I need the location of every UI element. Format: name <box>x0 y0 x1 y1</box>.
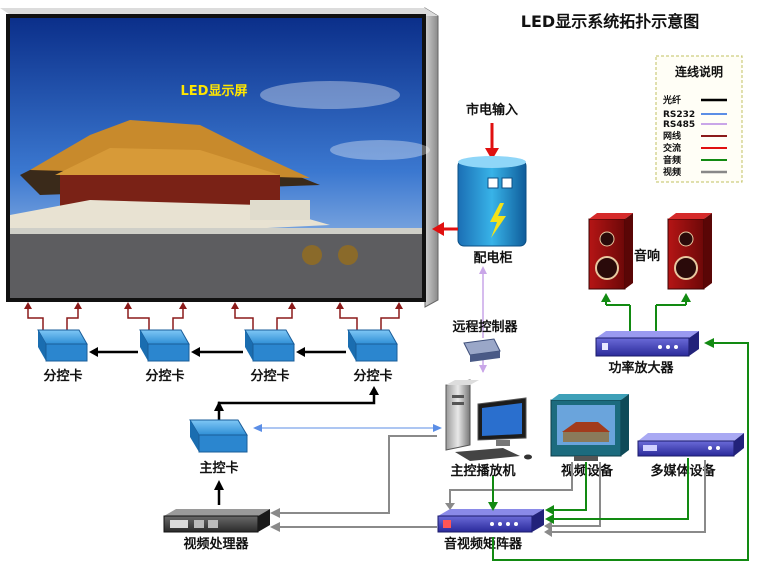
remote-controller-label: 远程控制器 <box>452 319 518 335</box>
fiber-arrow-up-sub <box>369 386 379 395</box>
power-cabinet <box>457 156 527 247</box>
legend-item-network: 网线 <box>663 130 727 142</box>
audio-arrow-speaker-left <box>601 293 611 302</box>
sub-card-1 <box>37 329 88 362</box>
main-card-label: 主控卡 <box>199 460 238 476</box>
legend: 连线说明 光纤 RS232 RS485 网线 交流 音频 视频 <box>655 55 743 183</box>
audio-arrow-speaker-right <box>681 293 691 302</box>
led-screen: LED显示屏 <box>0 7 439 308</box>
sub-card-4-label: 分控卡 <box>353 368 392 384</box>
multimedia-device-label: 多媒体设备 <box>650 463 716 479</box>
sub-card-4 <box>347 329 398 362</box>
video-processor-label: 视频处理器 <box>183 536 249 552</box>
speaker-right <box>667 213 712 290</box>
ac-arrow-to-screen <box>432 222 444 236</box>
palace-image <box>10 81 430 298</box>
legend-item-rs232: RS232 <box>663 110 727 120</box>
screen-label: LED显示屏 <box>181 84 248 99</box>
svg-text:网线: 网线 <box>663 130 681 142</box>
video-device <box>550 394 629 461</box>
video-lines <box>276 435 706 533</box>
audio-arrow-to-amplifier <box>704 338 714 348</box>
mains-arrow <box>485 148 499 160</box>
svg-text:RS485: RS485 <box>663 120 695 130</box>
sub-card-3 <box>244 329 295 362</box>
main-card-to-sub-card-fiber <box>217 393 376 420</box>
amplifier-label: 功率放大器 <box>608 360 674 376</box>
video-processor <box>163 509 270 533</box>
sub-card-1-label: 分控卡 <box>43 368 82 384</box>
svg-text:光纤: 光纤 <box>662 94 681 106</box>
video-arrow-device-to-matrix <box>445 503 455 510</box>
speaker-label: 音响 <box>634 248 660 264</box>
audio-lines <box>492 342 749 561</box>
power-amplifier <box>595 331 699 357</box>
sub-card-2-label: 分控卡 <box>145 368 184 384</box>
sub-card-2 <box>139 329 190 362</box>
power-cabinet-label: 配电柜 <box>473 250 512 266</box>
fiber-arrow-2 <box>191 347 200 357</box>
video-arrow-matrix-to-processor <box>270 522 280 532</box>
fiber-arrow-up-main <box>214 401 224 411</box>
control-computer-label: 主控播放机 <box>450 463 515 479</box>
audio-arrow-pc-to-matrix <box>488 502 498 511</box>
multimedia-device <box>637 433 744 457</box>
network-arrows <box>24 302 403 309</box>
legend-title: 连线说明 <box>675 64 723 79</box>
svg-text:RS232: RS232 <box>663 110 695 120</box>
svg-text:交流: 交流 <box>663 142 681 154</box>
lightning-icon <box>490 203 506 238</box>
diagram-title: LED显示系统拓扑示意图 <box>521 12 699 31</box>
svg-text:视频: 视频 <box>663 166 681 178</box>
video-arrow-pc-to-processor <box>270 508 280 518</box>
legend-item-video: 视频 <box>663 166 727 178</box>
sub-card-3-label: 分控卡 <box>250 368 289 384</box>
mains-input-label: 市电输入 <box>466 102 518 118</box>
video-device-label: 视频设备 <box>561 463 614 479</box>
fiber-arrow-1 <box>89 347 98 357</box>
speaker-left <box>588 213 633 290</box>
av-matrix <box>437 509 544 533</box>
video-arrow-to-matrix-3 <box>544 527 552 537</box>
audio-arrow-video-to-matrix <box>545 505 554 515</box>
legend-item-fiber: 光纤 <box>662 94 727 106</box>
remote-controller <box>463 338 501 362</box>
legend-item-audio: 音频 <box>663 154 727 166</box>
network-lines <box>27 307 400 330</box>
rs485-arrow-up <box>479 266 487 274</box>
control-computer <box>445 379 532 461</box>
main-card <box>189 419 248 453</box>
audio-arrow-multimedia-to-matrix <box>545 514 554 524</box>
av-matrix-label: 音视频矩阵器 <box>444 536 523 552</box>
legend-item-rs485: RS485 <box>663 120 727 130</box>
legend-item-ac: 交流 <box>663 142 727 154</box>
svg-text:音频: 音频 <box>663 154 681 166</box>
fiber-arrow-3 <box>296 347 305 357</box>
